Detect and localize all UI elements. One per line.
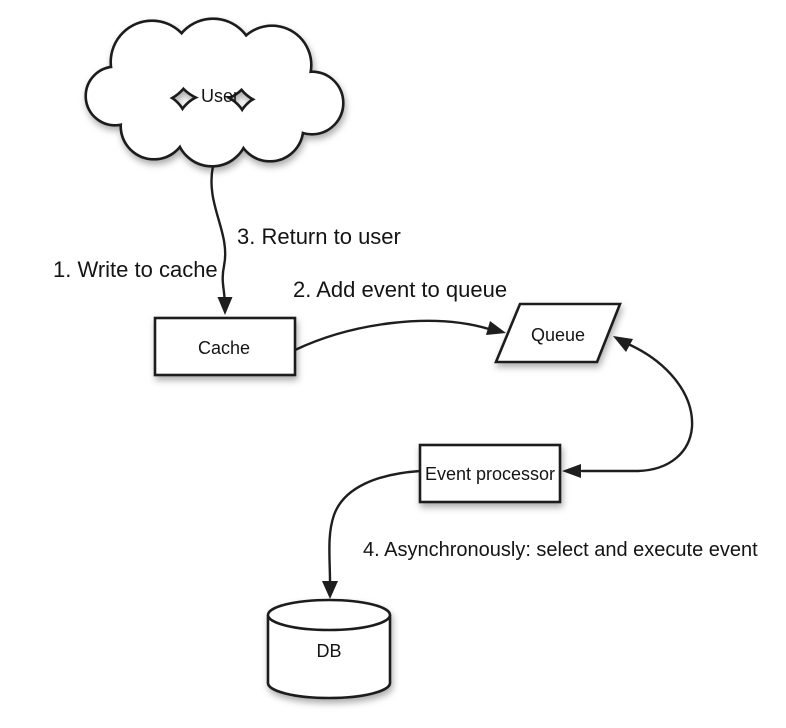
node-db — [266, 598, 392, 700]
node-user — [84, 17, 345, 168]
arrow-event-processor-to-db — [328, 469, 422, 584]
arrowhead-into-queue-right — [613, 336, 633, 352]
event-processor-label: Event processor — [425, 464, 555, 484]
arrowhead-into-db — [322, 581, 338, 599]
user-label: User — [201, 86, 239, 106]
cache-label: Cache — [198, 338, 250, 358]
annotation-step1: 1. Write to cache — [53, 257, 218, 282]
node-cache — [153, 316, 297, 377]
node-event-processor — [418, 443, 562, 504]
cloud-fill — [87, 20, 342, 165]
edges-layer — [210, 164, 694, 599]
annotation-step3: 3. Return to user — [237, 224, 401, 249]
arrow-cache-to-queue — [293, 319, 491, 352]
annotation-step4: 4. Asynchronously: select and execute ev… — [363, 539, 758, 561]
arrowhead-into-cache — [217, 297, 233, 315]
node-queue — [494, 302, 622, 364]
arrow-user-to-cache — [210, 164, 227, 300]
arrowhead-into-queue-left — [486, 321, 506, 335]
annotation-step2: 2. Add event to queue — [293, 277, 507, 302]
db-label: DB — [316, 641, 341, 661]
arrowhead-into-event-processor — [562, 464, 581, 478]
arrow-queue-event-processor — [580, 342, 694, 473]
queue-label: Queue — [531, 325, 585, 345]
